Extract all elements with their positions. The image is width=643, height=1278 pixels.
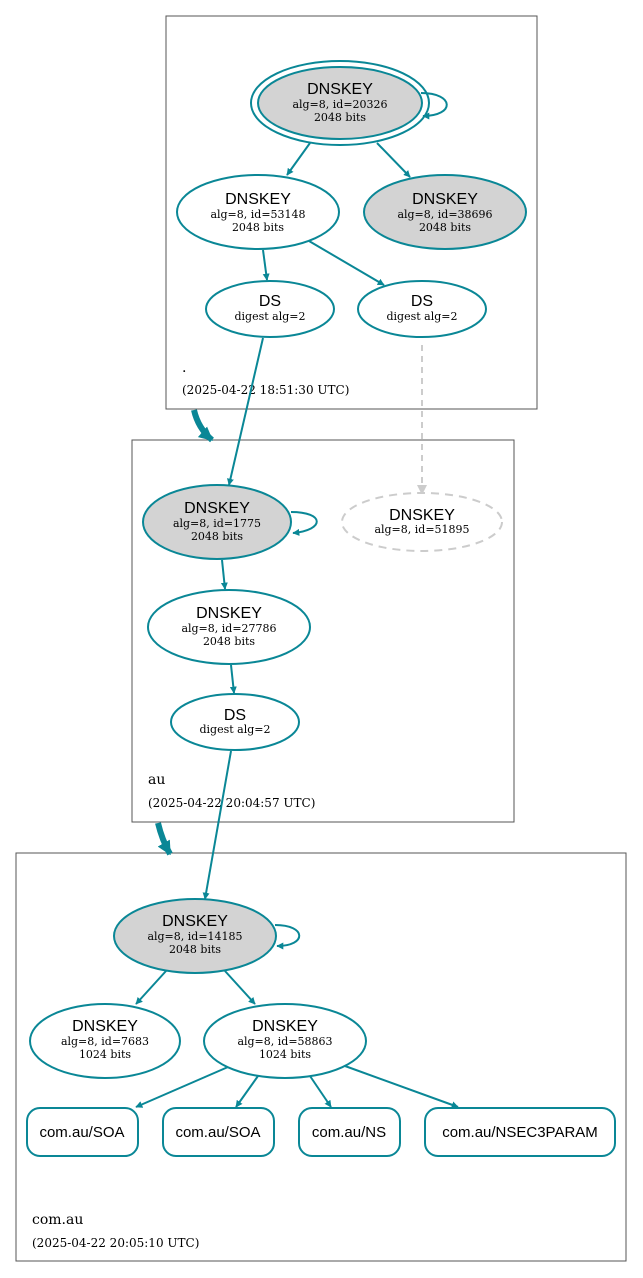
node-key-info: alg=8, id=27786 — [181, 622, 276, 635]
node-key-info: alg=8, id=14185 — [147, 930, 242, 943]
node-au-zsk[interactable]: DNSKEY alg=8, id=27786 2048 bits — [147, 589, 311, 665]
zone-timestamp-com-au: (2025-04-22 20:05:10 UTC) — [32, 1236, 199, 1250]
node-digest-info: digest alg=2 — [199, 723, 270, 736]
edge-root-ksk-self — [420, 92, 448, 120]
rrset-nsec3param[interactable]: com.au/NSEC3PARAM — [424, 1107, 616, 1157]
rrset-soa-1[interactable]: com.au/SOA — [26, 1107, 139, 1157]
node-key-info: alg=8, id=58863 — [237, 1035, 332, 1048]
edge-au-ksk-self — [290, 511, 318, 536]
zone-name-com-au: com.au — [32, 1212, 83, 1228]
node-key-info: alg=8, id=38696 — [397, 208, 492, 221]
node-root-zsk[interactable]: DNSKEY alg=8, id=53148 2048 bits — [176, 174, 340, 250]
edge-com-au-ksk-self — [274, 924, 301, 950]
edge-com-au-ksk-to-zsk2 — [224, 970, 256, 1005]
edge-root-zsk-to-ds2 — [308, 240, 385, 286]
edge-zsk2-to-ns — [309, 1075, 332, 1108]
node-key-info: alg=8, id=51895 — [374, 523, 469, 536]
edge-root-ksk-to-zsk — [286, 142, 311, 176]
node-com-au-zsk-1[interactable]: DNSKEY alg=8, id=7683 1024 bits — [29, 1003, 181, 1079]
delegation-arrow-au-to-com-au — [155, 822, 173, 856]
node-digest-info: digest alg=2 — [386, 310, 457, 323]
node-au-ksk[interactable]: DNSKEY alg=8, id=1775 2048 bits — [142, 484, 292, 560]
node-digest-info: digest alg=2 — [234, 310, 305, 323]
node-key-info: alg=8, id=53148 — [210, 208, 305, 221]
rrset-label: com.au/SOA — [175, 1124, 260, 1141]
node-au-ds[interactable]: DS digest alg=2 — [170, 693, 300, 751]
zone-timestamp-root: (2025-04-22 18:51:30 UTC) — [182, 383, 349, 397]
node-title: DNSKEY — [389, 507, 455, 524]
edge-au-ksk-to-zsk — [220, 559, 228, 590]
node-root-ds-1[interactable]: DS digest alg=2 — [205, 280, 335, 338]
edge-au-ds-to-com-au-ksk — [202, 750, 232, 900]
node-title: DNSKEY — [196, 605, 262, 622]
edge-com-au-ksk-to-zsk1 — [135, 970, 167, 1005]
node-root-ksk[interactable]: DNSKEY alg=8, id=20326 2048 bits — [250, 60, 430, 146]
node-key-info: alg=8, id=7683 — [61, 1035, 149, 1048]
node-key-size: 1024 bits — [79, 1048, 131, 1061]
node-title: DNSKEY — [162, 913, 228, 930]
rrset-soa-2[interactable]: com.au/SOA — [162, 1107, 275, 1157]
node-title: DNSKEY — [225, 191, 291, 208]
edge-au-zsk-to-ds — [229, 664, 237, 694]
node-key-size: 2048 bits — [191, 530, 243, 543]
zone-box-root — [165, 15, 538, 410]
edge-zsk2-to-nsec3param — [344, 1065, 459, 1109]
node-title: DNSKEY — [252, 1018, 318, 1035]
rrset-label: com.au/NS — [312, 1124, 386, 1141]
zone-box-com-au — [15, 852, 627, 1262]
node-key-size: 2048 bits — [232, 221, 284, 234]
node-title: DNSKEY — [412, 191, 478, 208]
zone-box-au — [131, 439, 515, 823]
zone-timestamp-au: (2025-04-22 20:04:57 UTC) — [148, 796, 315, 810]
node-com-au-zsk-2[interactable]: DNSKEY alg=8, id=58863 1024 bits — [203, 1003, 367, 1079]
node-key-size: 2048 bits — [314, 111, 366, 124]
node-title: DNSKEY — [72, 1018, 138, 1035]
node-key-size: 2048 bits — [419, 221, 471, 234]
zone-name-au: au — [148, 772, 165, 788]
edge-zsk2-to-soa2 — [235, 1075, 259, 1108]
rrset-label: com.au/SOA — [39, 1124, 124, 1141]
edge-root-ds1-to-au-ksk — [227, 337, 264, 486]
rrset-label: com.au/NSEC3PARAM — [442, 1124, 598, 1141]
node-root-ds-2[interactable]: DS digest alg=2 — [357, 280, 487, 338]
node-root-ksk-2[interactable]: DNSKEY alg=8, id=38696 2048 bits — [363, 174, 527, 250]
node-title: DNSKEY — [184, 500, 250, 517]
node-title: DS — [224, 707, 246, 724]
rrset-ns[interactable]: com.au/NS — [298, 1107, 401, 1157]
edge-root-ksk-to-ksk2 — [376, 142, 411, 178]
node-key-size: 1024 bits — [259, 1048, 311, 1061]
node-key-info: alg=8, id=1775 — [173, 517, 261, 530]
node-key-size: 2048 bits — [203, 635, 255, 648]
node-title: DNSKEY — [307, 81, 373, 98]
delegation-arrow-root-to-au — [191, 409, 215, 443]
node-key-size: 2048 bits — [169, 943, 221, 956]
zone-name-root: . — [182, 360, 186, 376]
node-key-info: alg=8, id=20326 — [292, 98, 387, 111]
node-com-au-ksk[interactable]: DNSKEY alg=8, id=14185 2048 bits — [113, 898, 277, 974]
edge-zsk2-to-soa1 — [135, 1066, 229, 1108]
node-title: DS — [259, 293, 281, 310]
node-au-missing-dnskey[interactable]: DNSKEY alg=8, id=51895 — [341, 492, 503, 552]
edge-root-zsk-to-ds1 — [262, 249, 270, 281]
node-title: DS — [411, 293, 433, 310]
